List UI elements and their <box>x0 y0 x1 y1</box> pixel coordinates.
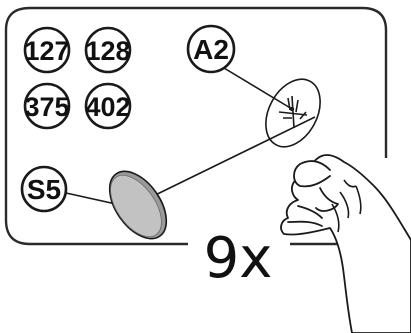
cap-disc <box>108 170 168 240</box>
screw-hole-detail <box>265 78 321 148</box>
hand-illustration <box>280 154 411 333</box>
part-number-375: 375 <box>23 82 71 130</box>
svg-text:127: 127 <box>24 36 69 66</box>
part-number-127: 127 <box>23 26 71 74</box>
part-number-128: 128 <box>84 26 132 74</box>
svg-text:402: 402 <box>85 92 130 122</box>
quantity-label: 9x <box>204 226 273 291</box>
svg-text:375: 375 <box>24 92 69 122</box>
assembly-leader-line <box>140 116 316 203</box>
svg-text:A2: A2 <box>193 34 229 65</box>
svg-text:128: 128 <box>85 36 130 66</box>
svg-text:S5: S5 <box>27 174 61 205</box>
part-number-402: 402 <box>84 82 132 130</box>
screw-callout: A2 <box>186 24 295 112</box>
